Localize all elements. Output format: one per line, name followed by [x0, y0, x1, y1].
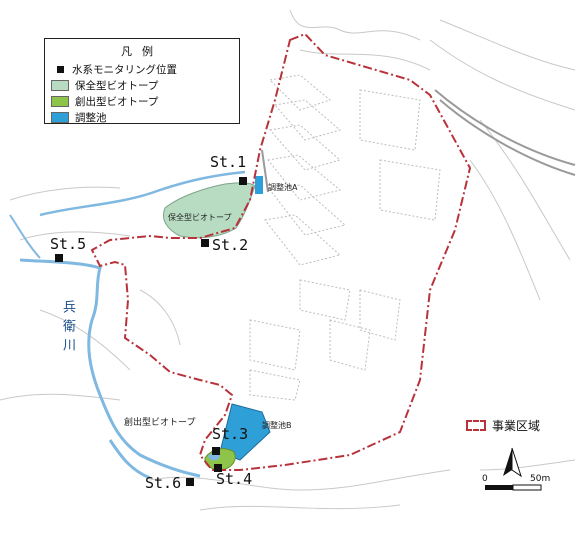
legend-item-pond: 調整池 — [51, 109, 233, 125]
legend-item-created: 創出型ビオトープ — [51, 93, 233, 109]
stream-left — [9, 214, 41, 259]
black-square-icon — [57, 65, 64, 73]
roads — [261, 89, 576, 193]
station-markers — [55, 177, 247, 486]
project-area-label: 事業区域 — [492, 419, 541, 433]
preservation-swatch-icon — [51, 79, 69, 91]
stream-upper — [39, 170, 246, 217]
station-label-5: St.5 — [50, 235, 87, 253]
station-marker-3 — [212, 447, 220, 455]
scale-max-label: 50m — [530, 474, 551, 484]
legend: 凡例 水系モニタリング位置 保全型ビオトープ 創出型ビオトープ 調整池 — [44, 38, 240, 124]
preservation-biotope-area — [163, 182, 256, 239]
legend-label: 保全型ビオトープ — [75, 79, 159, 92]
site-layout — [249, 74, 441, 401]
legend-item-monitoring: 水系モニタリング位置 — [51, 61, 233, 77]
project-area-legend: 事業区域 — [466, 417, 540, 434]
legend-label: 創出型ビオトープ — [75, 95, 159, 108]
station-marker-2 — [201, 239, 209, 247]
scale-zero-label: 0 — [482, 474, 488, 484]
station-label-6: St.6 — [145, 474, 182, 492]
project-boundary — [90, 32, 472, 471]
station-label-1: St.1 — [210, 153, 247, 171]
created-swatch-icon — [51, 95, 69, 107]
legend-item-preservation: 保全型ビオトープ — [51, 77, 233, 93]
legend-label: 調整池 — [75, 111, 107, 124]
river-label: 兵衛川 — [60, 300, 75, 357]
river — [19, 258, 201, 480]
legend-title: 凡例 — [121, 45, 163, 58]
station-marker-5 — [55, 254, 63, 262]
pond-b — [219, 403, 271, 461]
pond-a-label: 調整池A — [268, 183, 298, 192]
preservation-biotope-label: 保全型ビオトープ — [168, 213, 232, 222]
station-label-3: St.3 — [212, 425, 249, 443]
pond-b-label: 調整池B — [262, 421, 292, 430]
station-marker-4 — [214, 464, 222, 472]
station-label-2: St.2 — [212, 236, 249, 254]
station-marker-1 — [239, 177, 247, 185]
station-marker-6 — [186, 478, 194, 486]
north-arrow-icon — [503, 447, 522, 478]
scale-bar — [485, 484, 542, 491]
created-biotope-label: 創出型ビオトープ — [124, 418, 196, 428]
pond-swatch-icon — [51, 111, 69, 123]
pond-a — [255, 176, 263, 194]
station-label-4: St.4 — [216, 470, 253, 488]
legend-label: 水系モニタリング位置 — [72, 63, 177, 76]
dashed-boundary-icon — [466, 420, 486, 431]
